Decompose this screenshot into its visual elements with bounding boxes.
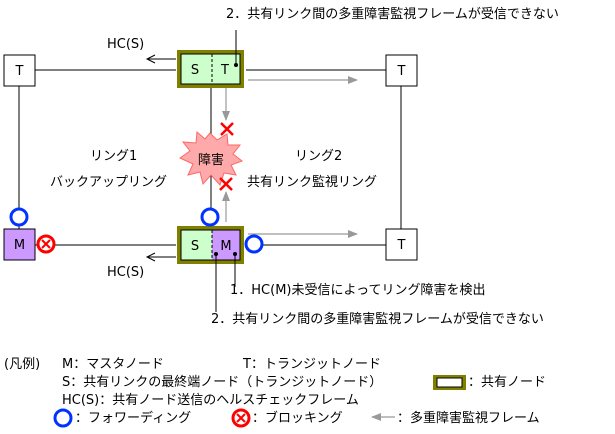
svg-text:T: T xyxy=(397,238,406,253)
forwarding-port-shared-up xyxy=(200,207,220,227)
svg-text:T: T xyxy=(220,63,229,78)
fault-label: 障害 xyxy=(198,152,224,168)
svg-text:M: M xyxy=(220,239,231,254)
legend-prefix: (凡例) xyxy=(4,357,40,372)
svg-text:T: T xyxy=(15,64,24,79)
legend-transit: T：トランジットノード xyxy=(242,357,381,372)
ring2-role: 共有リンク監視リング xyxy=(247,174,377,190)
lost-frame-mark-upper xyxy=(220,122,234,136)
shared-node-bottom: S M xyxy=(177,226,244,312)
legend-forwarding: ：フォワーディング xyxy=(75,410,191,426)
transit-node-top-right: T xyxy=(385,54,418,87)
blocking-port-master xyxy=(36,234,56,254)
master-node: M xyxy=(3,228,36,261)
hc-arrow-bottom xyxy=(145,252,176,262)
legend-shared-node-icon xyxy=(433,375,466,390)
legend-shared-end: S：共有リンクの最終端ノード（トランジットノード） xyxy=(62,374,382,390)
legend: (凡例) M：マスタノード T：トランジットノード S：共有リンクの最終端ノード… xyxy=(4,357,546,428)
svg-text:S: S xyxy=(191,63,199,78)
hc-label-top: HC(S) xyxy=(107,37,144,52)
legend-shared-node: ：共有ノード xyxy=(468,375,546,390)
lost-frame-mark-lower xyxy=(219,177,233,191)
legend-blocking-icon xyxy=(231,408,251,428)
ring-links xyxy=(18,69,402,246)
legend-blocking: ：ブロッキング xyxy=(252,410,343,426)
legend-forwarding-icon xyxy=(53,408,73,428)
svg-text:S: S xyxy=(191,239,199,254)
legend-hc: HC(S)：共有ノード送信のヘルスチェックフレーム xyxy=(62,393,359,408)
annotation-1: 1．HC(M)未受信によってリング障害を検出 xyxy=(230,282,485,298)
ring1-name: リング1 xyxy=(90,149,137,164)
fault-burst: 障害 xyxy=(179,130,244,186)
legend-monitor-frame: ：多重障害監視フレーム xyxy=(397,410,540,426)
monitor-frames xyxy=(222,76,358,238)
ring2-name: リング2 xyxy=(295,149,342,164)
ring1-role: バックアップリング xyxy=(50,175,167,190)
svg-text:T: T xyxy=(397,64,406,79)
hc-arrow-top xyxy=(145,54,176,64)
forwarding-port-shared-right xyxy=(244,234,264,254)
annotation-top: 2．共有リンク間の多重障害監視フレームが受信できない xyxy=(226,6,559,22)
svg-text:M: M xyxy=(14,238,25,253)
legend-master: M：マスタノード xyxy=(62,357,164,372)
hc-label-bottom: HC(S) xyxy=(107,265,144,280)
transit-node-bottom-right: T xyxy=(385,228,418,261)
forwarding-port-master-up xyxy=(9,207,29,227)
annotation-2: 2．共有リンク間の多重障害監視フレームが受信できない xyxy=(211,311,544,327)
shared-node-top: S T xyxy=(177,30,244,88)
transit-node-top-left: T xyxy=(3,54,36,87)
